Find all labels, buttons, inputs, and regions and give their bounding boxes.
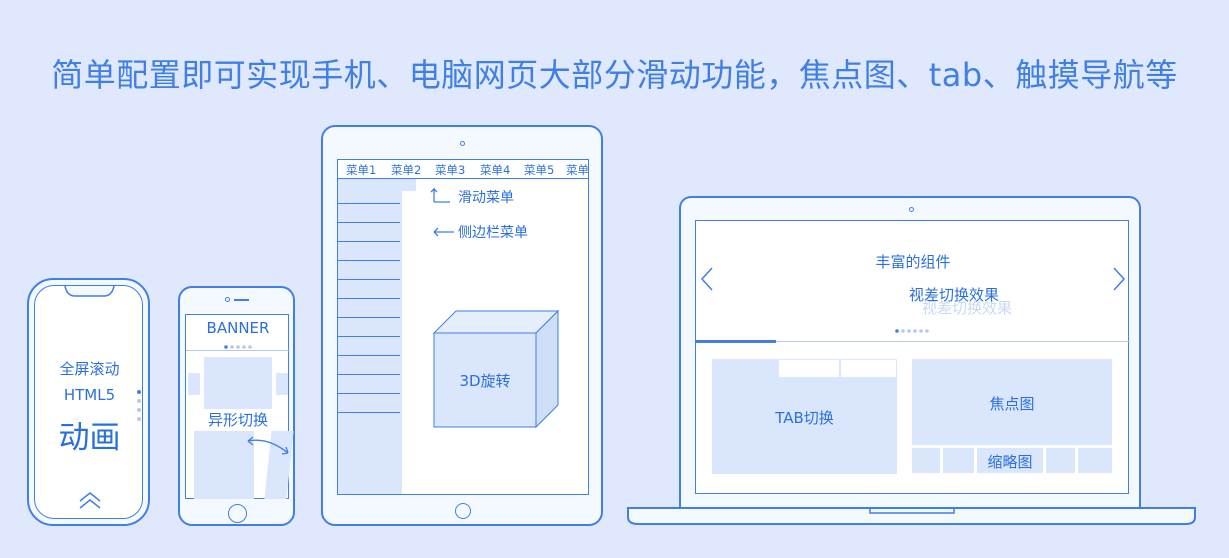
tab-divider — [839, 359, 841, 378]
tablet-home-button[interactable] — [455, 503, 471, 519]
prev-arrow-icon[interactable] — [700, 267, 714, 291]
animation-label: 动画 — [58, 420, 121, 456]
phone-banner-screen: BANNER 异形切换 — [185, 314, 294, 499]
slide-title: 丰富的组件 — [875, 253, 951, 271]
menu-item-3[interactable]: 菜单3 — [435, 163, 466, 177]
rotate-3d-label: 3D旋转 — [459, 372, 511, 390]
focus-image-label: 焦点图 — [989, 395, 1035, 413]
cube-3d — [432, 309, 560, 429]
camera-icon — [460, 141, 465, 146]
laptop-screen: 丰富的组件 视差切换效果 视差切换效果 TAB切换 焦点图 缩略图 — [695, 220, 1130, 494]
swap-arrow-icon — [247, 436, 289, 455]
phone-fullscreen: 全屏滚动 HTML5 动画 — [27, 278, 150, 526]
html5-label: HTML5 — [63, 386, 116, 404]
headline: 简单配置即可实现手机、电脑网页大部分滑动功能，焦点图、tab、触摸导航等 — [51, 56, 1178, 94]
arrow-left-icon — [433, 227, 454, 237]
laptop: 丰富的组件 视差切换效果 视差切换效果 TAB切换 焦点图 缩略图 — [679, 196, 1141, 508]
arrow-up-icon — [430, 187, 450, 203]
thumb-1[interactable] — [912, 448, 940, 473]
menu-item-5[interactable]: 菜单5 — [524, 163, 555, 177]
phone-fullscreen-screen: 全屏滚动 HTML5 动画 — [34, 285, 143, 519]
banner-title: BANNER — [206, 319, 270, 337]
thumb-2[interactable] — [943, 448, 974, 473]
home-button[interactable] — [228, 504, 247, 523]
laptop-camera-icon — [909, 207, 914, 212]
menu-item-4[interactable]: 菜单4 — [480, 163, 511, 177]
next-arrow-icon[interactable] — [1112, 267, 1126, 291]
parallax-shadow-text: 视差切换效果 — [922, 299, 1013, 317]
slider-dots — [895, 329, 929, 333]
thumb-5[interactable] — [1078, 448, 1112, 473]
scroll-up-icon[interactable] — [78, 491, 102, 509]
page-dots — [137, 390, 141, 421]
tablet: 菜单1 菜单2 菜单3 菜单4 菜单5 菜单 滑动菜单 — [321, 125, 603, 526]
thumb-4[interactable] — [1046, 448, 1075, 473]
phone-banner: BANNER 异形切换 — [178, 286, 295, 526]
menu-bar: 菜单1 菜单2 菜单3 菜单4 菜单5 菜单 — [338, 162, 588, 178]
slider-progress — [696, 340, 776, 343]
parallax-text: 视差切换效果 — [909, 286, 1000, 304]
thumb-3[interactable] — [977, 448, 1043, 473]
banner-slide-main — [204, 357, 272, 409]
tablet-screen: 菜单1 菜单2 菜单3 菜单4 菜单5 菜单 滑动菜单 — [337, 159, 589, 495]
menu-item-2[interactable]: 菜单2 — [391, 163, 422, 177]
thumbnail-label: 缩略图 — [987, 453, 1033, 471]
shaped-slide-a — [194, 431, 254, 499]
shaped-switch-label: 异形切换 — [207, 411, 268, 429]
slide-menu-label: 滑动菜单 — [458, 190, 514, 206]
banner-slide-left — [188, 373, 200, 395]
menu-item-1[interactable]: 菜单1 — [346, 163, 377, 177]
sidebar-menu-label: 侧边栏菜单 — [458, 225, 528, 241]
fullscreen-scroll-label: 全屏滚动 — [59, 360, 120, 378]
banner-dots — [224, 345, 252, 349]
banner-slide-right — [276, 373, 288, 395]
speaker-icon — [225, 297, 230, 302]
menu-item-6[interactable]: 菜单 — [566, 163, 588, 177]
laptop-base — [627, 507, 1196, 525]
tab-switch-label: TAB切换 — [775, 409, 834, 427]
